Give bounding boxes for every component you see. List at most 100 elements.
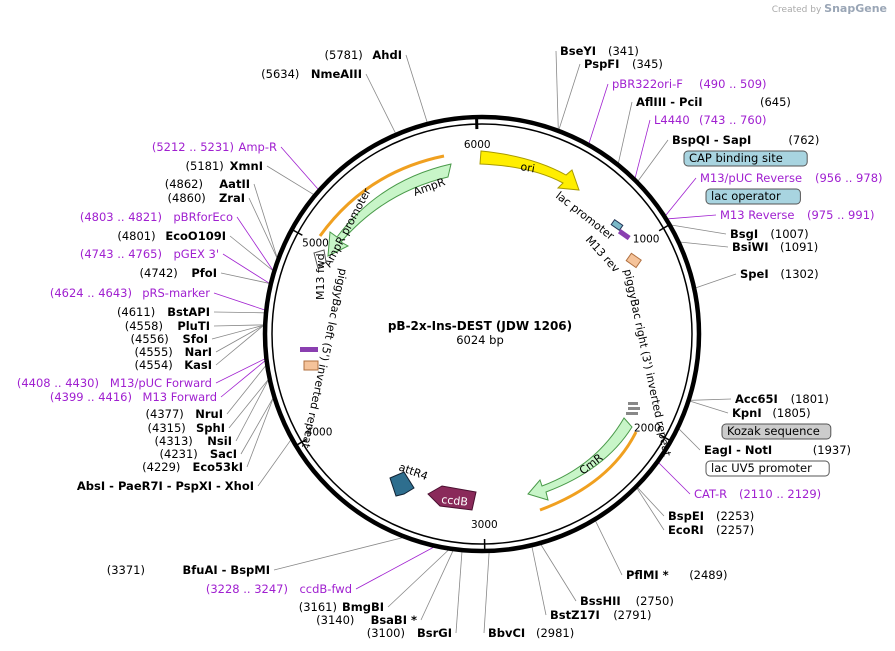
left-site-label-26[interactable]: BmgBI(3161) <box>299 600 384 614</box>
right-site-label-17[interactable]: lac UV5 promoter <box>705 460 830 477</box>
left-site-label-2[interactable]: Amp-R(5212 .. 5231) <box>152 140 277 154</box>
left-site-label-3[interactable]: XmnI(5181) <box>186 159 263 173</box>
label-box <box>721 423 832 440</box>
right-site-label-23[interactable]: BstZ17I(2791) <box>550 608 651 622</box>
left-site-label-21[interactable]: SacI(4231) <box>160 447 237 461</box>
feature-name: Kozak sequence <box>727 424 820 438</box>
right-site-label-15[interactable]: Kozak sequence <box>721 423 832 440</box>
plasmid-length: 6024 bp <box>456 333 504 347</box>
left-site-label-4[interactable]: AatII(4862) <box>165 177 250 191</box>
left-site-label-15[interactable]: KasI(4554) <box>135 358 212 372</box>
right-site-label-5[interactable]: BspQI - SapI(762) <box>672 133 819 147</box>
right-site-label-14[interactable]: KpnI(1805) <box>732 406 811 420</box>
left-site-label-24[interactable]: BfuAI - BspMI(3371) <box>107 563 270 577</box>
left-site-label-20[interactable]: NsiI(4313) <box>155 434 232 448</box>
leader-left-13 <box>211 324 264 340</box>
site-position: (4229) <box>142 460 180 474</box>
right-site-label-22[interactable]: BssHII(2750) <box>580 594 674 608</box>
left-site-label-13[interactable]: SfoI(4556) <box>131 332 208 346</box>
leader-left-28 <box>455 552 463 634</box>
left-site-label-18[interactable]: NruI(4377) <box>146 407 223 421</box>
plasmid-name: pB-2x-Ins-DEST (JDW 1206) <box>388 319 572 333</box>
enzyme-name: AatII <box>219 177 250 191</box>
cmr-feature-arrow[interactable] <box>527 417 633 501</box>
left-site-label-16[interactable]: M13/pUC Forward(4408 .. 4430) <box>17 376 212 390</box>
leader-left-1 <box>365 73 396 134</box>
right-site-label-6[interactable]: CAP binding site <box>683 150 808 167</box>
left-site-label-1[interactable]: NmeAIII(5634) <box>261 67 362 81</box>
left-site-label-5[interactable]: ZraI(4860) <box>168 191 245 205</box>
left-site-label-25[interactable]: ccdB-fwd(3228 .. 3247) <box>206 582 352 596</box>
feature-name: CAP binding site <box>689 151 783 165</box>
left-site-label-0[interactable]: AhdI(5781) <box>325 48 402 62</box>
right-site-label-12[interactable]: SpeI(1302) <box>740 267 819 281</box>
credit-prefix: Created by <box>771 5 822 15</box>
left-site-label-17[interactable]: M13 Forward(4399 .. 4416) <box>50 390 217 404</box>
ori-feature-arrow[interactable] <box>479 150 580 191</box>
site-position: (3140) <box>316 613 354 627</box>
leader-left-16 <box>215 358 265 384</box>
left-site-label-27[interactable]: BsaBI *(3140) <box>316 613 417 627</box>
site-position: (4624 .. 4643) <box>50 286 132 300</box>
right-site-label-21[interactable]: PflMI *(2489) <box>626 568 727 582</box>
enzyme-name: NmeAIII <box>311 67 362 81</box>
right-site-label-8[interactable]: lac operator <box>705 188 801 205</box>
primer-name: pBR322ori-F <box>612 77 683 91</box>
left-site-label-11[interactable]: BstAPI(4611) <box>117 305 210 319</box>
left-site-label-7[interactable]: EcoO109I(4801) <box>117 229 226 243</box>
ccdb-feature-arrow[interactable] <box>427 485 477 511</box>
primer-name: pRS-marker <box>142 286 210 300</box>
right-site-label-1[interactable]: PspFI(345) <box>584 57 663 71</box>
right-site-label-13[interactable]: Acc65I(1801) <box>735 392 829 406</box>
right-site-label-0[interactable]: BseYI(341) <box>560 44 639 58</box>
label-box <box>683 150 808 167</box>
enzyme-name: ZraI <box>219 191 245 205</box>
leader-left-20 <box>235 380 269 442</box>
enzyme-name: PflMI * <box>626 568 669 582</box>
right-site-label-18[interactable]: CAT-R(2110 .. 2129) <box>694 487 821 501</box>
tick-2000 <box>660 434 673 443</box>
right-site-label-20[interactable]: EcoRI(2257) <box>668 523 754 537</box>
ampr-feature-arrow[interactable] <box>327 163 452 257</box>
left-site-label-10[interactable]: pRS-marker (4624 .. 4643) <box>50 286 210 300</box>
leader-right-19 <box>637 487 665 517</box>
leader-right-7 <box>665 177 697 216</box>
left-site-label-9[interactable]: PfoI(4742) <box>140 266 217 280</box>
right-site-label-19[interactable]: BspEI(2253) <box>668 509 754 523</box>
left-site-label-22[interactable]: Eco53kI (4229) <box>142 460 243 474</box>
left-site-label-28[interactable]: BsrGI(3100) <box>367 626 452 640</box>
right-site-label-2[interactable]: pBR322ori-F(490 .. 509) <box>612 77 767 91</box>
right-site-label-7[interactable]: M13/pUC Reverse(956 .. 978) <box>700 171 883 185</box>
leader-right-3 <box>618 101 633 163</box>
right-site-label-3[interactable]: AflIII - PciI(645) <box>636 95 791 109</box>
primer-name: M13 Reverse <box>720 208 794 222</box>
leader-left-25 <box>355 547 434 590</box>
site-position: (3228 .. 3247) <box>206 582 288 596</box>
enzyme-name: BspEI <box>668 509 704 523</box>
leader-right-24 <box>483 552 490 634</box>
enzyme-name: Eco53kI <box>192 460 243 474</box>
left-site-label-14[interactable]: NarI(4555) <box>135 345 212 359</box>
left-site-label-6[interactable]: pBRforEco(4803 .. 4821) <box>80 210 233 224</box>
leader-left-7 <box>229 235 273 271</box>
enzyme-name: BsrGI <box>417 626 452 640</box>
left-site-label-23[interactable]: AbsI - PaeR7I - PspXI - XhoI(4032) <box>0 479 254 493</box>
attr4-feature-arrow[interactable] <box>389 471 415 497</box>
right-site-label-9[interactable]: M13 Reverse(975 .. 991) <box>720 208 875 222</box>
right-site-label-10[interactable]: BsgI(1007) <box>730 227 809 241</box>
right-site-label-24[interactable]: BbvCI(2981) <box>488 626 574 640</box>
m13rev-label: M13 rev <box>583 233 623 275</box>
left-site-label-8[interactable]: pGEX 3'(4743 .. 4765) <box>80 247 219 261</box>
enzyme-name: EcoRI <box>668 523 704 537</box>
right-site-label-16[interactable]: EagI - NotI(1937) <box>704 443 851 457</box>
site-position: (2981) <box>536 626 574 640</box>
leader-left-8 <box>222 253 270 284</box>
enzyme-name: Acc65I <box>735 392 778 406</box>
right-site-label-4[interactable]: L4440(743 .. 760) <box>654 113 767 127</box>
left-site-label-12[interactable]: PluTI(4558) <box>125 319 210 333</box>
left-site-label-19[interactable]: SphI(4315) <box>148 421 225 435</box>
site-position: (5212 .. 5231) <box>152 140 234 154</box>
site-position: (4408 .. 4430) <box>17 376 99 390</box>
right-site-label-11[interactable]: BsiWI(1091) <box>732 240 818 254</box>
tick-label-2000: 2000 <box>634 423 661 435</box>
